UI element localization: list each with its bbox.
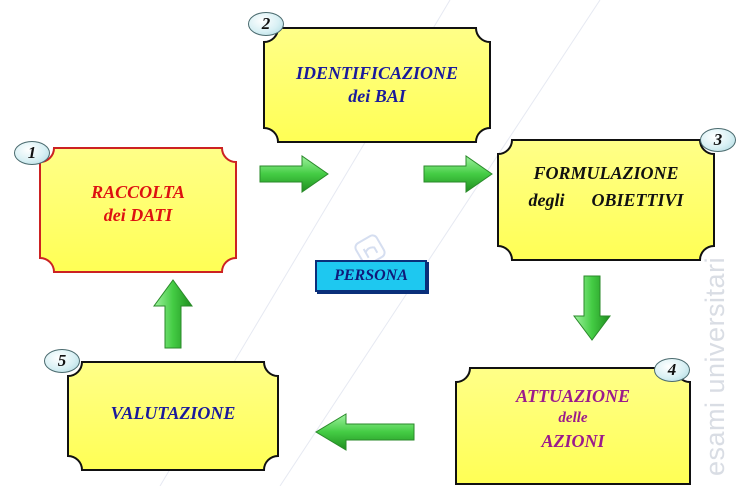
watermark-text: esami universitari xyxy=(700,256,730,476)
box-5-shape xyxy=(67,361,279,471)
step-2-number-badge: 2 xyxy=(248,12,284,36)
arrow-5-to-1 xyxy=(153,279,193,349)
step-1-number-badge: 1 xyxy=(14,141,50,165)
step-5-number-badge: 5 xyxy=(44,349,80,373)
step-4-number-badge: 4 xyxy=(654,358,690,382)
box-2-shape xyxy=(263,27,491,143)
arrow-4-to-5 xyxy=(315,413,415,451)
step-3-number-badge: 3 xyxy=(700,128,736,152)
box-1-shape xyxy=(39,147,237,273)
arrow-1-to-2 xyxy=(259,155,329,193)
arrow-3-to-4 xyxy=(573,275,611,341)
box-4-shape xyxy=(455,367,691,485)
persona-label: PERSONA xyxy=(315,260,427,292)
arrow-2-to-3 xyxy=(423,155,493,193)
box-3-shape xyxy=(497,139,715,261)
